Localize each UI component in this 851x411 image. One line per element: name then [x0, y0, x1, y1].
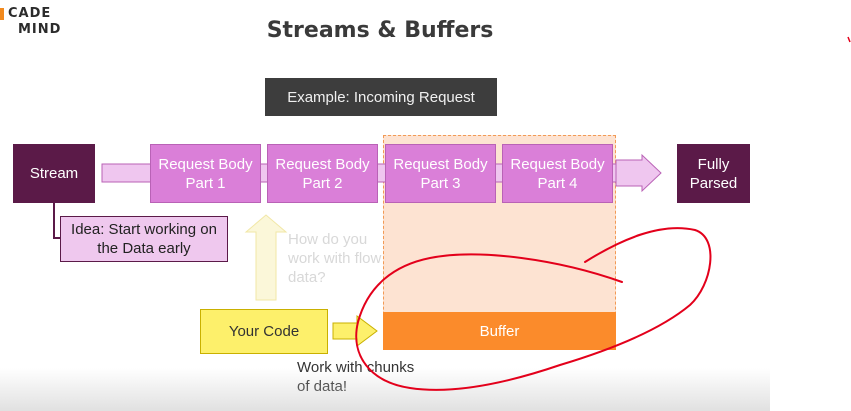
red-circle-stroke [355, 227, 712, 391]
bottom-shade [0, 368, 770, 411]
logo-mark [0, 8, 4, 20]
request-part-1: Request Body Part 1 [150, 144, 261, 203]
buffer-box: Buffer [383, 312, 616, 350]
idea-box: Idea: Start working on the Data early [60, 216, 228, 262]
flow-arrow-head [615, 153, 662, 193]
stream-box: Stream [13, 144, 95, 203]
slide-title: Streams & Buffers [266, 18, 494, 43]
up-arrow [244, 214, 288, 301]
request-part-4: Request Body Part 4 [502, 144, 613, 203]
idea-connector [53, 203, 60, 239]
your-code-box: Your Code [200, 309, 328, 354]
code-to-buffer-arrow [332, 315, 378, 347]
red-edge-mark [847, 36, 851, 43]
request-part-2: Request Body Part 2 [267, 144, 378, 203]
example-label: Example: Incoming Request [265, 78, 497, 116]
logo: CADE MIND [0, 6, 70, 42]
fully-parsed-box: Fully Parsed [677, 144, 750, 203]
logo-text-top: CADE [8, 6, 52, 21]
logo-text-bottom: MIND [18, 22, 62, 37]
request-part-3: Request Body Part 3 [385, 144, 496, 203]
question-text: How do you work with flow data? [288, 231, 382, 286]
